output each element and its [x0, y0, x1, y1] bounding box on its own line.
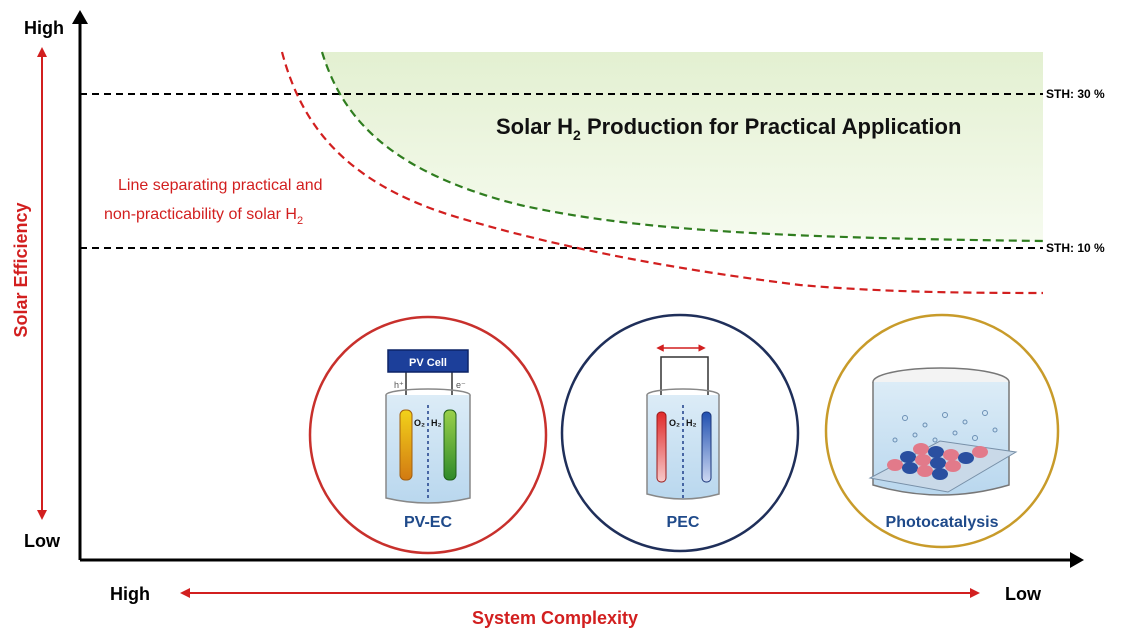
pv-ec-h2-label: H₂: [431, 418, 442, 428]
pec-label: PEC: [667, 514, 700, 531]
y-axis-title: Solar Efficiency: [11, 202, 31, 337]
separator-note-line1: Line separating practical and: [118, 177, 323, 194]
photocatalysis-label: Photocatalysis: [886, 514, 999, 531]
green-boundary-curve: [320, 51, 1044, 243]
pec-o2-label: O₂: [669, 418, 680, 428]
y-axis-arrowhead: [72, 10, 88, 24]
pv-ec-anode: [399, 409, 413, 481]
pv-cell-label: PV Cell: [409, 357, 447, 369]
pec-device: O₂ H₂ PEC: [560, 313, 800, 553]
pv-cell-box: [387, 349, 469, 373]
pec-h2-label: H₂: [686, 418, 697, 428]
x-axis-high-label: High: [110, 584, 150, 604]
y-axis-high-label: High: [24, 18, 64, 38]
separator-note-line2: non-practicability of solar H2: [104, 206, 303, 227]
pv-ec-label: PV-EC: [404, 514, 452, 531]
photocatalyst-particles: [887, 443, 988, 480]
sth-30-label: STH: 30 %: [1046, 87, 1105, 101]
x-axis-title: System Complexity: [472, 608, 638, 628]
y-axis-low-label: Low: [24, 531, 61, 551]
pec-wire: [660, 356, 709, 415]
red-separating-curve: [280, 51, 1044, 295]
gas-bubbles: [892, 410, 998, 443]
pv-hole-label: h⁺: [394, 380, 404, 390]
practical-region-title: Solar H2 Production for Practical Applic…: [496, 114, 961, 143]
pv-ec-o2-label: O₂: [414, 418, 425, 428]
practical-region: [322, 52, 1043, 241]
pv-electron-label: e⁻: [456, 380, 466, 390]
sth-10-label: STH: 10 %: [1046, 241, 1105, 255]
pv-ec-cathode: [443, 409, 457, 481]
x-axis-arrowhead: [1070, 552, 1084, 568]
photocatalysis-device: Photocatalysis: [824, 313, 1060, 549]
pv-ec-device: PV Cell h⁺ e⁻ O₂ H₂ PV-EC: [308, 315, 548, 555]
pec-cathode: [701, 411, 712, 483]
pec-photoanode: [656, 411, 667, 483]
x-axis-low-label: Low: [1005, 584, 1042, 604]
